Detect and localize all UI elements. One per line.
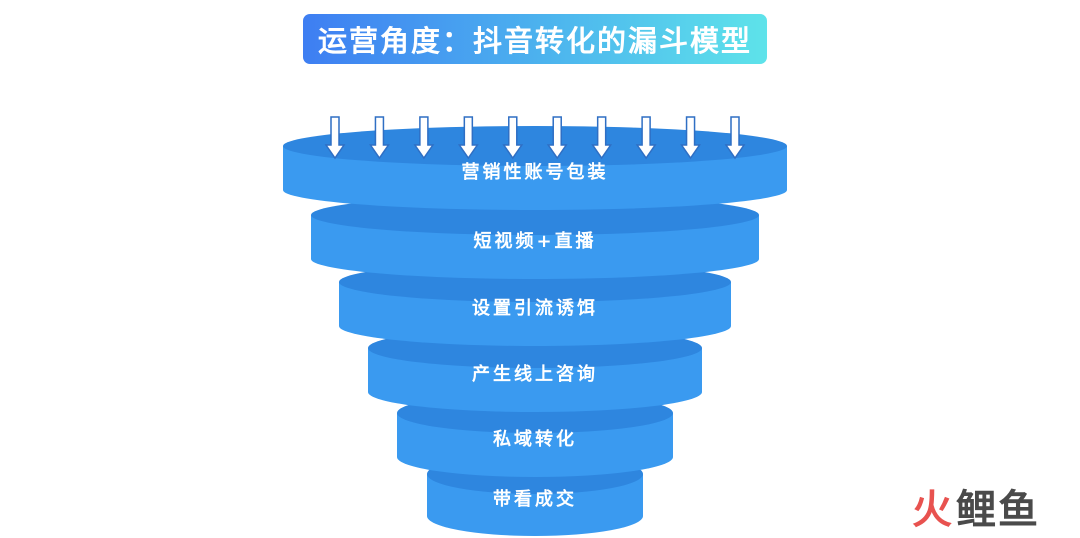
page-title: 运营角度：抖音转化的漏斗模型 [317, 24, 752, 58]
down-arrow-icon [457, 116, 479, 160]
layer-label: 设置引流诱饵 [472, 297, 598, 319]
watermark-text: 鲤鱼 [956, 487, 1040, 533]
layer-label: 带看成交 [493, 488, 577, 510]
down-arrow-icon [502, 116, 524, 160]
down-arrow-icon [369, 116, 390, 160]
down-arrow-icon [591, 116, 613, 160]
layer-label: 营销性账号包装 [462, 161, 609, 183]
down-arrow-icon [413, 116, 435, 160]
layer-label: 私域转化 [493, 428, 577, 450]
down-arrow-icon [724, 116, 746, 160]
down-arrow-icon [546, 116, 568, 160]
down-arrow-icon [324, 116, 346, 160]
watermark-logo: 火 鲤鱼 [912, 488, 1062, 532]
layer-label: 产生线上咨询 [472, 363, 598, 385]
down-arrow-icon [635, 116, 657, 160]
down-arrow-icon [680, 116, 701, 160]
layer-label: 短视频+直播 [473, 230, 596, 252]
title-banner: 运营角度：抖音转化的漏斗模型 [303, 14, 767, 64]
layer-top [283, 126, 787, 166]
watermark-fire: 火 [912, 487, 952, 533]
funnel-layer-1: 营销性账号包装 [283, 126, 787, 210]
